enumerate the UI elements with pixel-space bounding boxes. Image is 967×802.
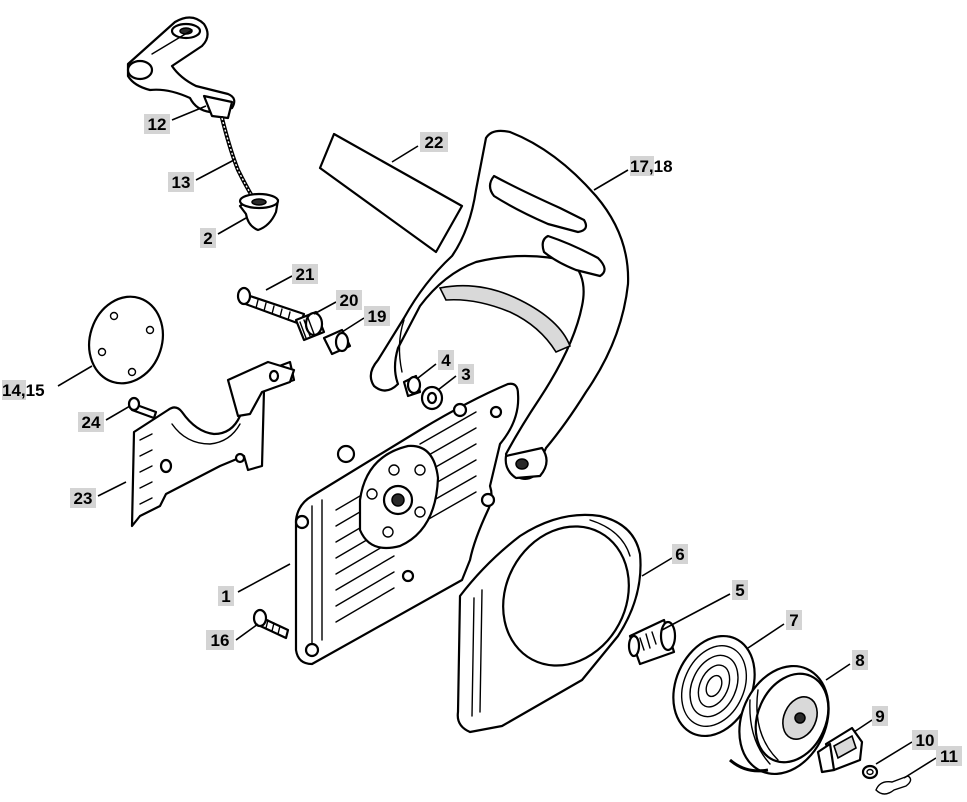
callout-21-text: 21 [296,265,315,284]
callout-11-text: 11 [940,747,958,766]
part-6-fan-housing[interactable] [456,504,653,734]
callout-10[interactable]: 10 [912,730,938,750]
callout-12-text: 12 [148,115,167,134]
part-23-bracket[interactable] [130,360,296,528]
callout-21[interactable]: 21 [292,264,318,284]
callout-4-text: 4 [441,351,451,370]
callout-6[interactable]: 6 [672,544,688,564]
callout-11[interactable]: 11 [936,746,962,766]
callout-1[interactable]: 1 [218,586,234,606]
callout-16-text: 16 [211,631,230,650]
callout-24-text: 24 [82,413,101,432]
part-20-spring[interactable] [294,310,326,342]
part-8-rope-rotor[interactable] [723,652,845,788]
callout-22[interactable]: 22 [420,132,448,152]
part-14-cover-plate[interactable] [78,287,174,393]
callout-7[interactable]: 7 [786,610,802,630]
part-13-starter-rope[interactable] [220,116,254,198]
callout-14-15[interactable]: 14,15 [2,380,45,400]
part-24-screw[interactable] [127,396,158,420]
part-22-label[interactable] [318,132,464,254]
callout-19[interactable]: 19 [364,306,390,326]
callout-8[interactable]: 8 [852,650,868,670]
callout-9-text: 9 [875,707,884,726]
part-21-long-screw[interactable] [236,286,306,326]
callout-13[interactable]: 13 [168,172,194,192]
callout-19-text: 19 [368,307,387,326]
callout-17-18[interactable]: 17,18 [630,156,673,176]
callout-13-text: 13 [172,173,191,192]
part-2-rope-guide-bushing[interactable] [238,192,280,232]
callout-2[interactable]: 2 [200,228,216,248]
part-4-bushing[interactable] [402,374,422,398]
callout-5[interactable]: 5 [732,580,748,600]
callout-5-text: 5 [735,581,744,600]
callout-23-text: 23 [74,489,93,508]
callout-7-text: 7 [789,611,798,630]
callout-16[interactable]: 16 [206,630,234,650]
part-19-sleeve[interactable] [322,328,352,356]
callout-14-15-text: 14,15 [2,381,45,400]
callout-20[interactable]: 20 [336,290,362,310]
part-5-shoulder-bolt[interactable] [627,618,677,666]
callout-3[interactable]: 3 [458,364,474,384]
callout-8-text: 8 [855,651,864,670]
callout-3-text: 3 [461,365,470,384]
leader-lines [57,105,937,779]
callout-1-text: 1 [221,587,230,606]
callout-12[interactable]: 12 [144,114,170,134]
callout-20-text: 20 [340,291,359,310]
part-11-spring-clip[interactable] [875,775,912,795]
part-16-screw[interactable] [252,608,290,640]
callout-17-18-text: 17,18 [630,157,673,176]
callout-24[interactable]: 24 [78,412,104,432]
callout-6-text: 6 [675,545,684,564]
part-12-starter-grip[interactable] [126,16,236,120]
callout-22-text: 22 [425,133,444,152]
part-3-washer[interactable] [420,385,444,411]
part-1-housing[interactable] [294,382,520,666]
callout-4[interactable]: 4 [438,350,454,370]
part-9-pawl[interactable] [816,726,864,774]
callout-2-text: 2 [203,229,212,248]
part-10-washer[interactable] [861,764,879,780]
callout-10-text: 10 [916,731,935,750]
part-17-hand-guard[interactable] [369,129,630,481]
callout-23[interactable]: 23 [70,488,96,508]
callout-9[interactable]: 9 [872,706,888,726]
